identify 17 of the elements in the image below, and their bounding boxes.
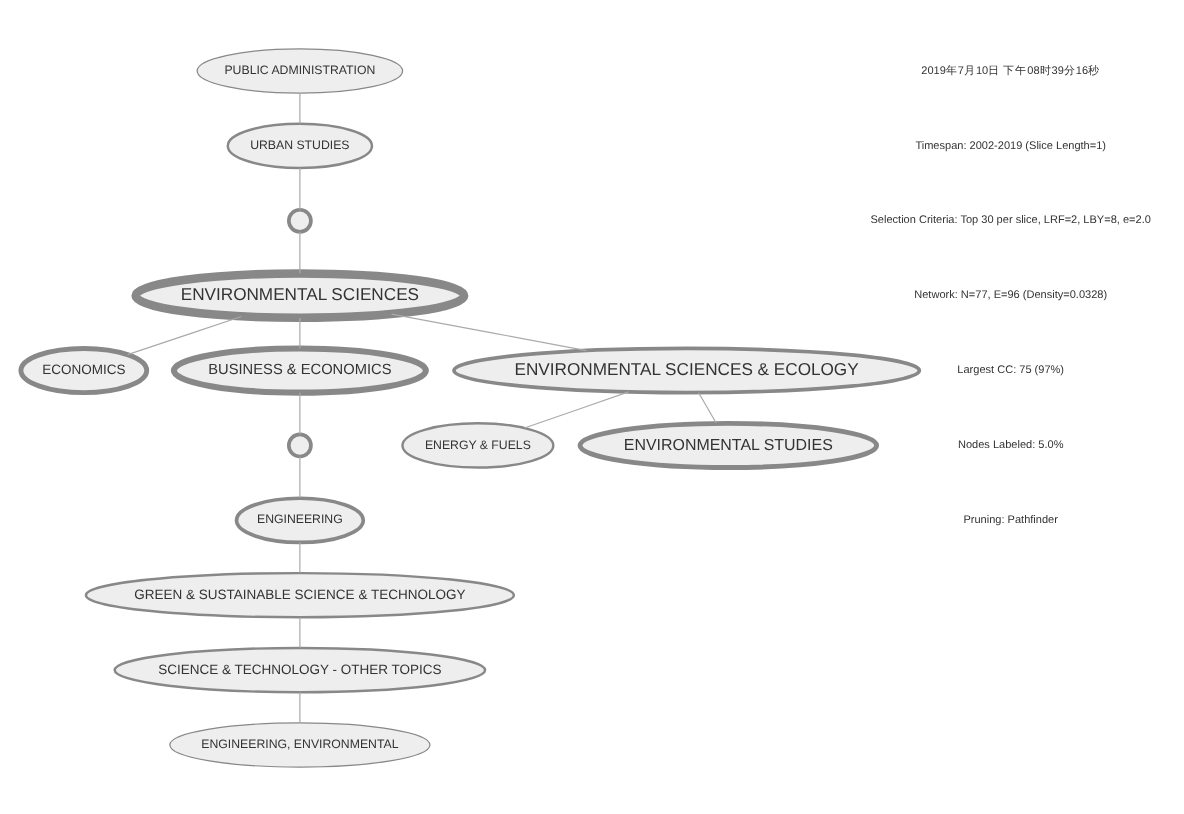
connector: [299, 91, 301, 124]
connector: [299, 455, 301, 498]
node-ellipse: ENVIRONMENTAL SCIENCES: [131, 268, 469, 322]
connector: [299, 391, 301, 434]
connector: [390, 312, 588, 351]
connector: [299, 615, 301, 648]
connector: [523, 390, 630, 428]
connector: [299, 690, 301, 723]
connector: [299, 540, 301, 573]
connector: [299, 230, 301, 273]
node-circle: [287, 431, 313, 458]
connector: [698, 391, 717, 423]
connector: [299, 316, 301, 348]
connector: [299, 166, 301, 210]
node-ellipse: ENVIRONMENTAL SCIENCES & ECOLOGY: [452, 345, 922, 394]
node-circle: [287, 206, 313, 233]
connector: [127, 314, 243, 355]
